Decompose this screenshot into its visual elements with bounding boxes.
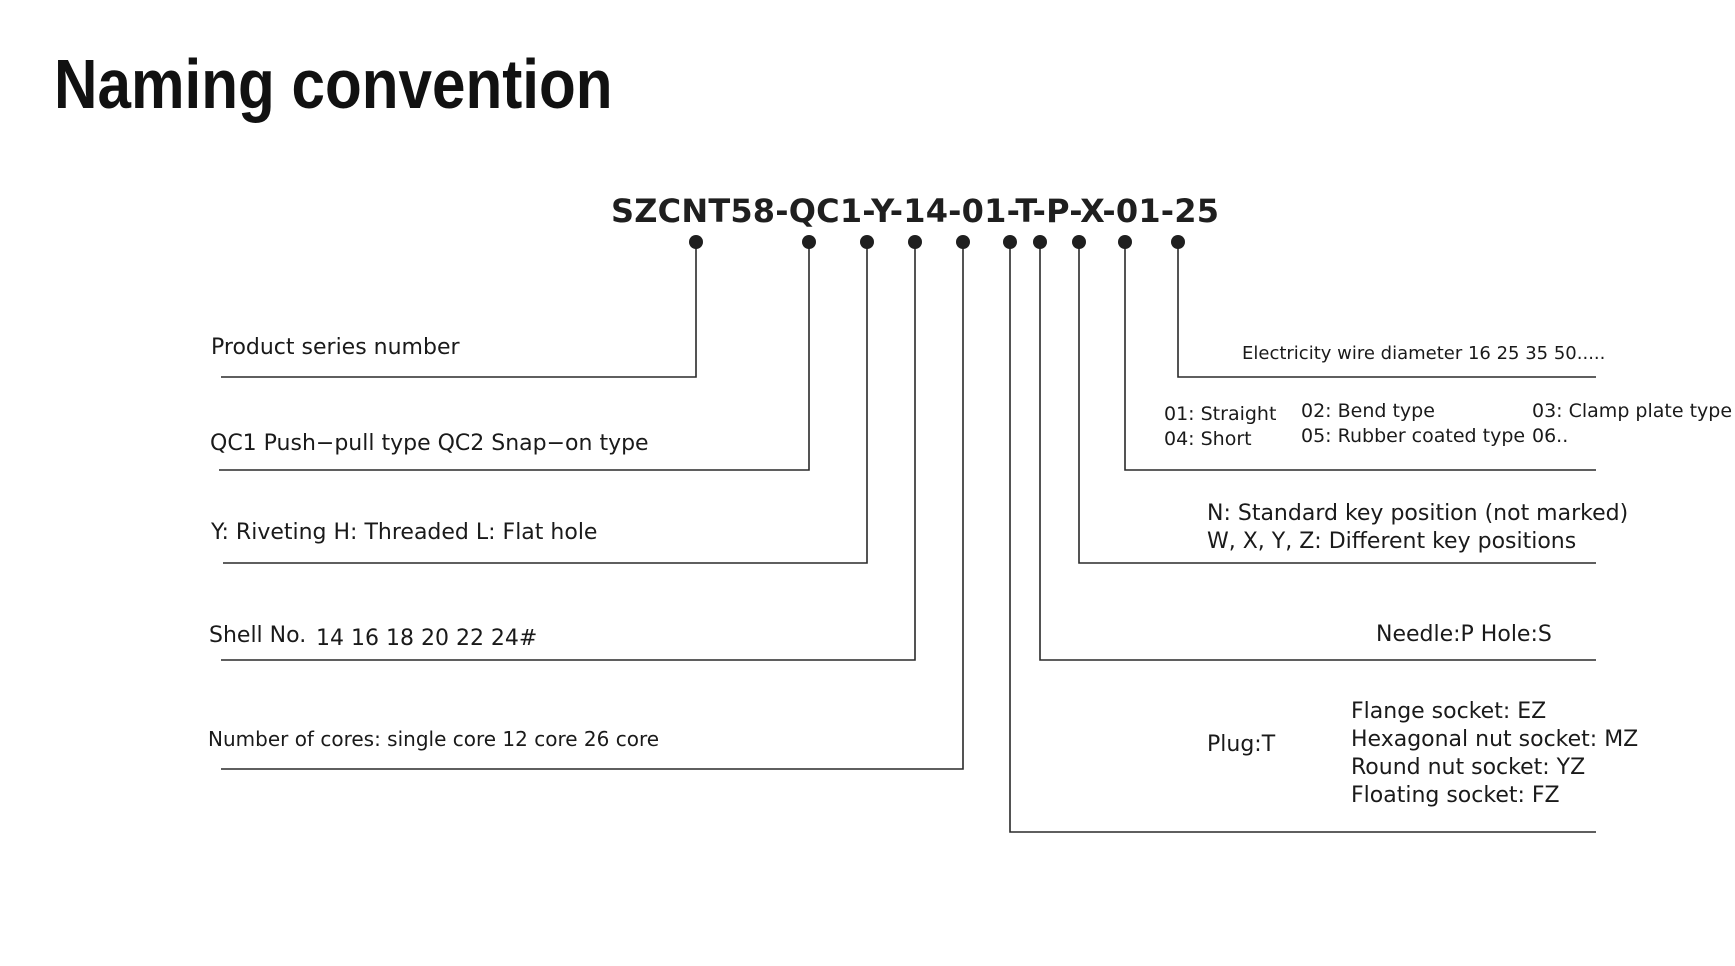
label-shell-prefix: Shell No. [209, 623, 307, 648]
leader-cores [221, 242, 964, 770]
model-code: SZCNT58-QC1-Y-14-01-T-P-X-01-25 [611, 192, 1220, 230]
label-key-n: N: Standard key position (not marked) [1207, 501, 1629, 526]
leader-contact [1039, 242, 1596, 661]
dot-wire [1171, 235, 1185, 249]
leader-install [223, 242, 868, 564]
leader-wire [1177, 242, 1596, 378]
label-tail-05: 05: Rubber coated type [1301, 425, 1526, 447]
dot-cores [956, 235, 970, 249]
label-socket-float: Floating socket: FZ [1351, 783, 1560, 808]
label-tail-01: 01: Straight [1164, 403, 1277, 425]
label-series: Product series number [211, 335, 460, 360]
leader-series [221, 242, 697, 378]
leader-plug [1009, 242, 1596, 833]
label-socket-flange: Flange socket: EZ [1351, 699, 1547, 724]
label-socket-round: Round nut socket: YZ [1351, 755, 1586, 780]
label-cores: Number of cores: single core 12 core 26 … [208, 727, 660, 751]
label-tail-06: 06.. [1532, 425, 1569, 447]
dot-tail [1118, 235, 1132, 249]
leader-shell [221, 242, 916, 661]
label-shell-values: 14 16 18 20 22 24# [316, 626, 538, 651]
dot-series [689, 235, 703, 249]
label-tail-03: 03: Clamp plate type [1532, 400, 1733, 422]
page-title: Naming convention [54, 45, 613, 123]
dot-plug [1003, 235, 1017, 249]
label-type: QC1 Push−pull type QC2 Snap−on type [210, 431, 649, 456]
dot-key [1072, 235, 1086, 249]
dot-shell [908, 235, 922, 249]
label-key-wxyz: W, X, Y, Z: Different key positions [1207, 529, 1577, 554]
label-tail-02: 02: Bend type [1301, 400, 1435, 422]
dot-type [802, 235, 816, 249]
leader-key [1078, 242, 1596, 564]
label-tail-04: 04: Short [1164, 428, 1252, 450]
label-plug: Plug:T [1207, 732, 1276, 757]
label-contact: Needle:P Hole:S [1376, 622, 1552, 647]
label-wire: Electricity wire diameter 16 25 35 50...… [1242, 343, 1606, 364]
dot-install [860, 235, 874, 249]
leader-type [219, 242, 810, 471]
label-socket-hex: Hexagonal nut socket: MZ [1351, 727, 1639, 752]
dot-contact [1033, 235, 1047, 249]
label-install: Y: Riveting H: Threaded L: Flat hole [211, 520, 598, 545]
leader-tail [1124, 242, 1596, 471]
